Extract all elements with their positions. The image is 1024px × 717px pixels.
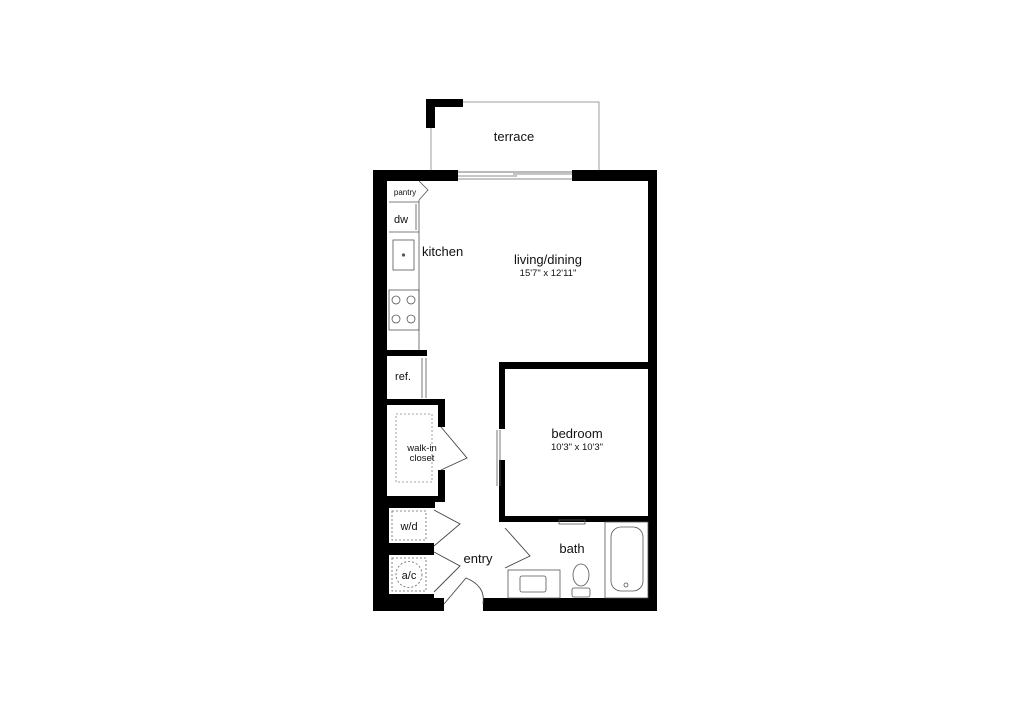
ac-label: a/c	[402, 570, 417, 582]
interior-walls	[380, 350, 651, 600]
washer-dryer-label: w/d	[399, 521, 417, 533]
closet-door	[440, 426, 468, 471]
bedroom-door	[496, 430, 501, 486]
kitchen-label: kitchen	[422, 244, 463, 259]
refrigerator-unit	[421, 358, 427, 398]
living-dining-label: living/dining	[514, 252, 582, 267]
bedroom-label: bedroom	[551, 426, 602, 441]
entry-door	[443, 577, 484, 605]
stove-cooktop	[388, 289, 420, 331]
dishwasher-label: dw	[394, 214, 408, 226]
terrace-sliding-door	[458, 171, 572, 180]
pantry-door	[418, 180, 429, 201]
walk-in-closet-shelf	[395, 413, 433, 483]
toilet	[571, 563, 591, 598]
bath-label: bath	[559, 541, 584, 556]
washer-dryer-unit	[391, 510, 427, 541]
bedroom-dimensions: 10'3" x 10'3"	[551, 442, 603, 453]
pantry-label: pantry	[394, 188, 416, 197]
entry-label: entry	[464, 551, 493, 566]
ac-unit	[391, 557, 427, 592]
walk-in-closet-label-line1: walk-in	[406, 443, 437, 454]
washer-dryer-door	[433, 509, 461, 547]
refrigerator-label: ref.	[395, 371, 411, 383]
walk-in-closet-label-line2: closet	[410, 453, 435, 464]
bath-door	[504, 527, 531, 569]
bath-vanity	[507, 569, 561, 599]
living-dining-dimensions: 15'7" x 12'11"	[520, 268, 577, 279]
ac-door	[433, 551, 461, 593]
kitchen-sink	[392, 239, 415, 271]
terrace-label: terrace	[494, 129, 534, 144]
bathtub	[604, 521, 649, 599]
bath-window-marker	[558, 519, 586, 525]
dishwasher-unit	[389, 201, 419, 233]
